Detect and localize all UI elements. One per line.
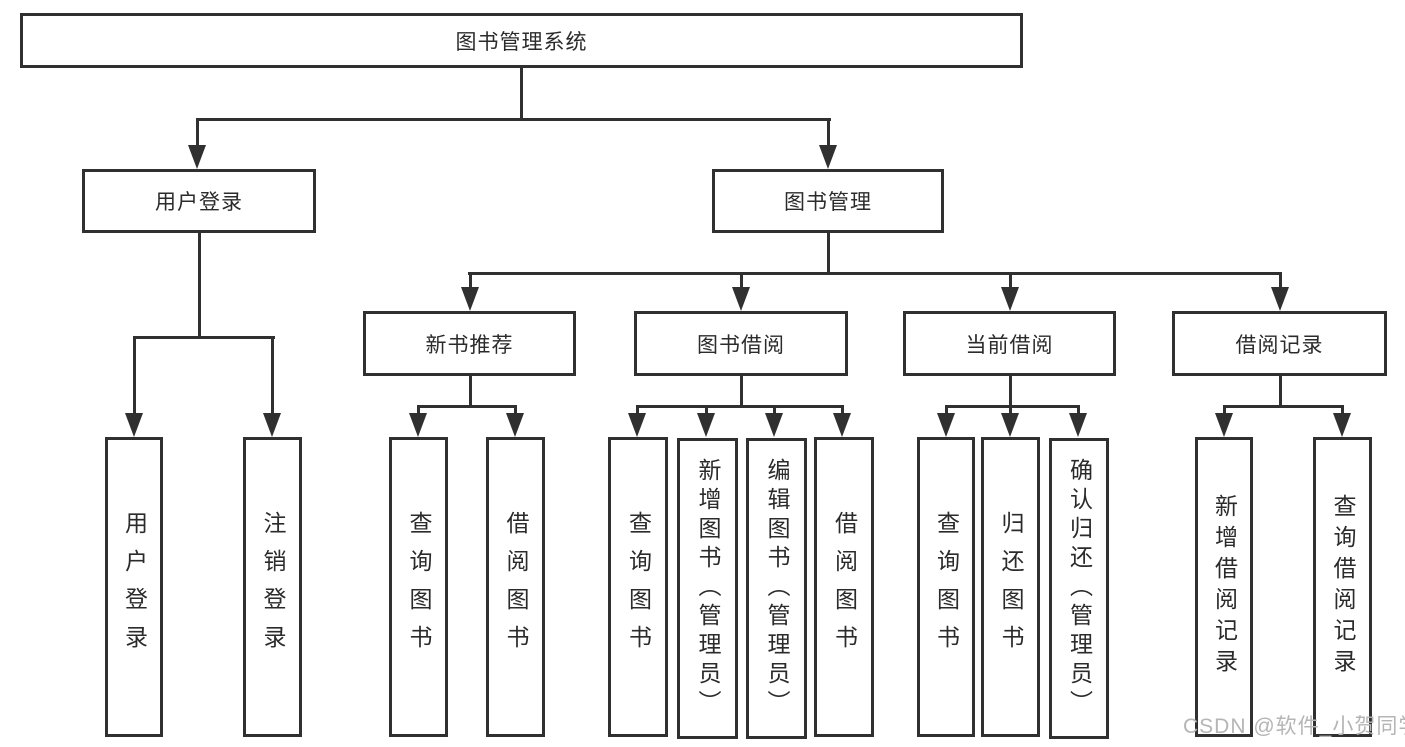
leaf-label: 查询图书	[933, 511, 960, 663]
node-leaf-cb-return-books: 归还图书	[981, 437, 1040, 737]
leaf-label: 新增借阅记录	[1211, 494, 1238, 680]
connector-current-bar	[945, 405, 1080, 408]
connector-drop-cb-query	[945, 405, 948, 419]
node-leaf-rc-query-record: 查询借阅记录	[1313, 437, 1372, 737]
arrowhead-rc-add	[1215, 413, 1233, 437]
connector-drop-new-books	[469, 272, 472, 292]
leaf-label: 借阅图书	[831, 511, 858, 663]
leaf-label: 注销登录	[260, 511, 286, 663]
leaf-label: 查询借阅记录	[1330, 494, 1356, 680]
connector-drop-bw-borrow	[841, 405, 844, 419]
arrowhead-book-borrow	[732, 287, 750, 311]
arrowhead-bw-add	[697, 413, 715, 437]
arrowhead-nb-query	[409, 413, 427, 437]
node-leaf-bw-add-books-admin: 新增图书（管理员）	[677, 438, 738, 739]
leaf-label: 归还图书	[998, 511, 1024, 663]
arrowhead-current-borrow	[1001, 287, 1019, 311]
connector-drop-logout	[271, 336, 274, 416]
connector-level3-bar	[468, 272, 1282, 275]
arrowhead-nb-borrow	[506, 413, 524, 437]
connector-current-stem	[1009, 375, 1012, 407]
arrowhead-new-books	[461, 287, 479, 311]
connector-drop-cb-return	[1009, 405, 1012, 419]
node-leaf-rc-add-record: 新增借阅记录	[1195, 437, 1253, 737]
connector-newbook-bar	[417, 405, 517, 408]
arrowhead-user-login	[188, 145, 206, 169]
node-leaf-bw-query-books: 查询图书	[608, 437, 668, 737]
arrowhead-cb-query	[937, 413, 955, 437]
leaf-label: 编辑图书（管理员）	[764, 458, 790, 719]
connector-root-stem	[520, 67, 523, 121]
connector-borrowing-bar	[636, 405, 844, 408]
leaf-label: 用户登录	[121, 511, 148, 663]
connector-drop-book-borrow	[740, 272, 743, 292]
connector-drop-borrow-records	[1279, 272, 1282, 292]
arrowhead-cb-return	[1001, 413, 1019, 437]
connector-drop-rc-add	[1223, 405, 1226, 419]
arrowhead-book-mgmt	[819, 145, 837, 169]
connector-user-bar	[133, 336, 275, 339]
node-current-borrowing-label: 当前借阅	[965, 333, 1054, 357]
connector-drop-bw-add	[705, 405, 708, 419]
connector-drop-user-login	[196, 118, 199, 150]
connector-drop-current-borrow	[1009, 272, 1012, 292]
node-book-borrowing: 图书借阅	[634, 311, 848, 376]
node-borrowing-records: 借阅记录	[1172, 311, 1387, 376]
connector-drop-book-mgmt	[827, 118, 830, 150]
connector-drop-bw-query	[636, 405, 639, 419]
connector-user-stem	[198, 233, 201, 338]
connector-drop-bw-edit	[773, 405, 776, 419]
node-leaf-cb-confirm-return-admin: 确认归还（管理员）	[1049, 438, 1109, 739]
node-user-login-branch: 用户登录	[82, 169, 316, 233]
arrowhead-logout	[263, 413, 281, 437]
connector-newbook-stem	[469, 375, 472, 407]
node-user-login-branch-label: 用户登录	[155, 191, 243, 214]
connector-drop-cb-confirm	[1077, 405, 1080, 419]
node-leaf-nb-query-books: 查询图书	[389, 437, 448, 737]
node-leaf-logout: 注销登录	[243, 437, 302, 737]
node-book-management: 图书管理	[712, 169, 944, 233]
node-book-borrowing-label: 图书借阅	[697, 333, 785, 357]
connector-borrowing-stem	[740, 375, 743, 407]
connector-records-stem	[1279, 375, 1282, 407]
node-borrowing-records-label: 借阅记录	[1235, 333, 1324, 357]
node-leaf-nb-borrow-books: 借阅图书	[486, 437, 545, 737]
arrowhead-bw-borrow	[833, 413, 851, 437]
leaf-label: 借阅图书	[503, 511, 529, 663]
connector-level2-bar	[196, 118, 831, 121]
leaf-label: 新增图书（管理员）	[695, 458, 721, 719]
node-leaf-cb-query-books: 查询图书	[917, 437, 975, 737]
connector-book-stem	[827, 233, 830, 275]
node-current-borrowing: 当前借阅	[903, 311, 1116, 376]
arrowhead-cb-confirm	[1069, 413, 1087, 437]
leaf-label: 查询图书	[406, 511, 432, 663]
leaf-label: 确认归还（管理员）	[1066, 458, 1093, 719]
node-book-management-label: 图书管理	[784, 191, 872, 214]
connector-records-bar	[1223, 405, 1344, 408]
connector-drop-login	[133, 336, 136, 416]
node-new-book-recommend-label: 新书推荐	[425, 333, 514, 357]
node-leaf-bw-borrow-books: 借阅图书	[814, 437, 874, 737]
connector-drop-nb-query	[417, 405, 420, 419]
csdn-watermark: CSDN @软件_小贺同学	[1183, 715, 1405, 738]
arrowhead-borrow-records	[1271, 287, 1289, 311]
node-root-label: 图书管理系统	[455, 30, 588, 54]
node-new-book-recommend: 新书推荐	[363, 311, 576, 376]
arrowhead-bw-edit	[765, 413, 783, 437]
leaf-label: 查询图书	[625, 511, 652, 663]
arrowhead-login	[125, 413, 143, 437]
arrowhead-bw-query	[628, 413, 646, 437]
connector-drop-nb-borrow	[514, 405, 517, 419]
node-leaf-bw-edit-books-admin: 编辑图书（管理员）	[746, 438, 807, 739]
node-leaf-user-login: 用户登录	[105, 437, 163, 737]
node-root: 图书管理系统	[20, 13, 1023, 68]
connector-drop-rc-query	[1341, 405, 1344, 419]
arrowhead-rc-query	[1333, 413, 1351, 437]
